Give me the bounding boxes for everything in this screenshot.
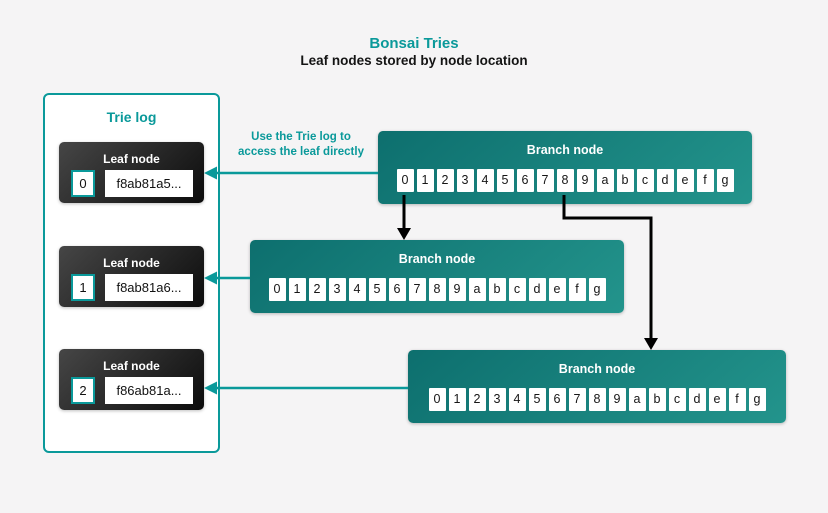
branch-cell: c [668, 388, 686, 411]
branch-cell: 5 [496, 169, 514, 192]
branch-cell: 6 [388, 278, 406, 301]
arrow-branch3-to-leaf2 [204, 381, 408, 395]
branch-cell: 5 [528, 388, 546, 411]
leaf-node-label: Leaf node [103, 359, 160, 373]
arrow-branch1-to-leaf0 [204, 166, 378, 180]
branch-cell: c [508, 278, 526, 301]
branch-cell: 7 [536, 169, 554, 192]
branch-cell: 1 [416, 169, 434, 192]
branch-cell: 8 [428, 278, 446, 301]
branch-node-label: Branch node [558, 362, 636, 376]
branch-cell: 0 [268, 278, 286, 301]
branch-cell: 4 [476, 169, 494, 192]
branch-cell: 1 [288, 278, 306, 301]
diagram-subtitle: Leaf nodes stored by node location [300, 53, 528, 68]
branch-cell: b [616, 169, 634, 192]
branch-cell: 3 [488, 388, 506, 411]
branch-cell: 7 [408, 278, 426, 301]
leaf-index-box: 1 [71, 274, 95, 301]
branch-cell: 2 [308, 278, 326, 301]
leaf-node-label: Leaf node [103, 256, 160, 270]
branch-cell: a [596, 169, 614, 192]
branch-cell: 6 [516, 169, 534, 192]
branch-cell: a [468, 278, 486, 301]
branch-cell: 9 [608, 388, 626, 411]
leaf-node-1: Leaf node 1 f8ab81a6... [59, 246, 204, 307]
branch-cell: e [708, 388, 726, 411]
annotation-line-2: access the leaf directly [238, 146, 364, 158]
annotation-line-1: Use the Trie log to [251, 131, 351, 143]
branch-cell: 8 [556, 169, 574, 192]
branch-cell: 3 [456, 169, 474, 192]
branch-cell: d [688, 388, 706, 411]
branch-cell: 1 [448, 388, 466, 411]
branch-cell: e [548, 278, 566, 301]
branch-cell: f [728, 388, 746, 411]
branch-cell: b [648, 388, 666, 411]
branch-cell: 0 [428, 388, 446, 411]
branch-cell: b [488, 278, 506, 301]
branch-cell: 7 [568, 388, 586, 411]
branch-cell: e [676, 169, 694, 192]
branch-cell: 3 [328, 278, 346, 301]
branch-cell: a [628, 388, 646, 411]
branch-node-label: Branch node [526, 143, 604, 157]
branch-cell: 0 [396, 169, 414, 192]
branch-cell: 2 [436, 169, 454, 192]
leaf-node-2: Leaf node 2 f86ab81a... [59, 349, 204, 410]
leaf-index-box: 0 [71, 170, 95, 197]
leaf-hash-value: f8ab81a5... [105, 170, 193, 197]
branch-cell: 9 [448, 278, 466, 301]
leaf-index-box: 2 [71, 377, 95, 404]
branch-cell: f [568, 278, 586, 301]
leaf-node-label: Leaf node [103, 152, 160, 166]
branch-cell: 5 [368, 278, 386, 301]
leaf-hash-value: f86ab81a... [105, 377, 193, 404]
leaf-node-0: Leaf node 0 f8ab81a5... [59, 142, 204, 203]
branch-cell: c [636, 169, 654, 192]
branch-cell: g [716, 169, 734, 192]
branch-cell: 6 [548, 388, 566, 411]
branch-node-label: Branch node [398, 252, 476, 266]
branch-cell: d [528, 278, 546, 301]
branch-cell: 4 [348, 278, 366, 301]
branch-cell: 8 [588, 388, 606, 411]
trie-log-annotation: Use the Trie log to access the leaf dire… [222, 130, 380, 160]
branch-cell: f [696, 169, 714, 192]
branch-cell: 9 [576, 169, 594, 192]
branch-cell: 4 [508, 388, 526, 411]
branch-cell: g [748, 388, 766, 411]
leaf-hash-value: f8ab81a6... [105, 274, 193, 301]
branch-cell: d [656, 169, 674, 192]
diagram-title: Bonsai Tries [369, 35, 459, 52]
trie-log-title: Trie log [106, 109, 157, 125]
branch-cell: g [588, 278, 606, 301]
branch-cell: 2 [468, 388, 486, 411]
